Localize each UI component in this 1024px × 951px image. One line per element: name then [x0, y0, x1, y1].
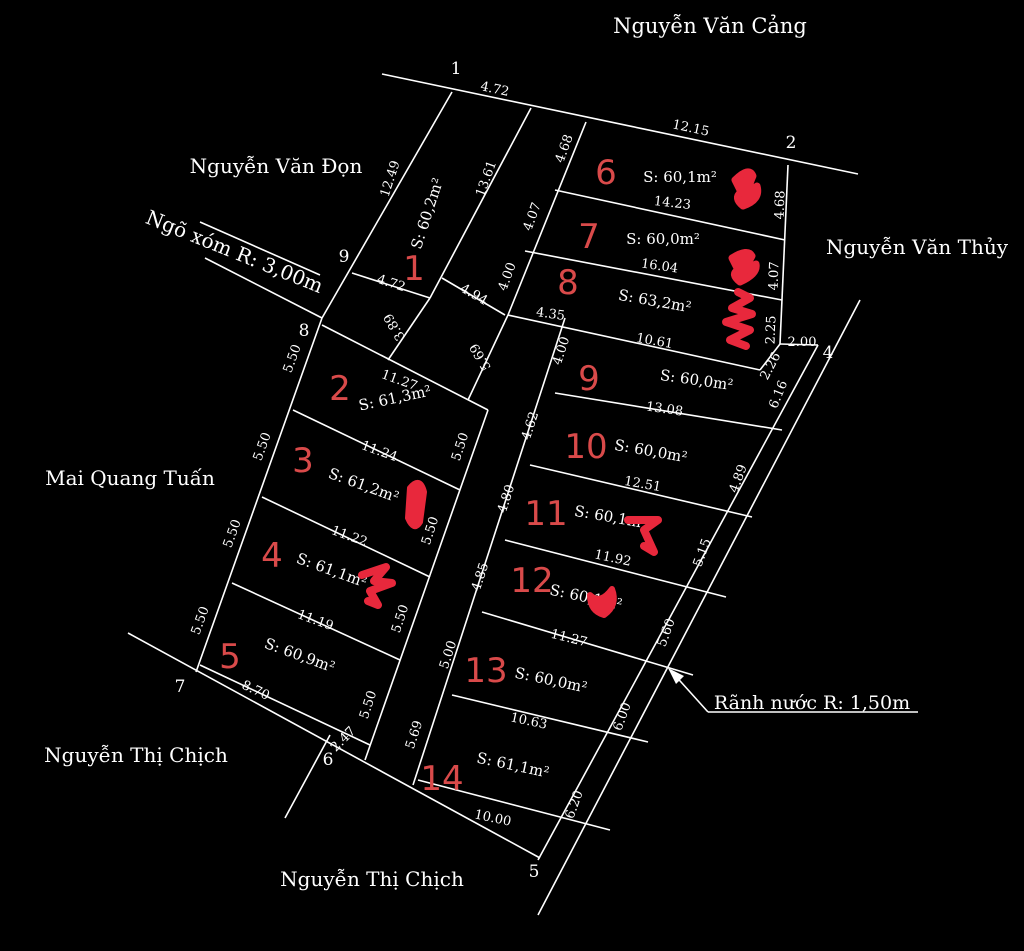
- dimension-label: 4.80: [495, 483, 518, 515]
- dimension-label: 4.00: [550, 335, 573, 367]
- lot-area: S: 60,0m²: [613, 436, 689, 467]
- dimension-label: 14.23: [653, 194, 692, 213]
- sold-mark: [358, 563, 396, 609]
- lot-number: 11: [524, 494, 567, 534]
- lot-number: 3: [292, 441, 314, 481]
- dimension-label: 5.50: [189, 605, 213, 637]
- dimension-label: 5.00: [437, 639, 460, 671]
- lot-area: S: 60,0m²: [659, 366, 735, 394]
- dimension-label: 4.07: [521, 201, 545, 233]
- sold-mark: [587, 586, 617, 618]
- lot-number: 10: [564, 427, 607, 467]
- neighbor-top: Nguyễn Văn Cảng: [613, 14, 807, 38]
- dimension-label: 5.50: [357, 689, 380, 721]
- corner-point: 9: [339, 247, 350, 267]
- sold-mark: [405, 479, 427, 530]
- dimension-label: 11.27: [549, 627, 589, 651]
- lot-number: 7: [578, 217, 600, 257]
- lot-number: 6: [595, 153, 617, 193]
- lot-area: S: 61,2m²: [326, 464, 401, 506]
- lot-number: 14: [420, 759, 463, 799]
- lot-number: 5: [219, 637, 241, 677]
- dimension-label: 4.68: [553, 133, 577, 165]
- dimension-label: 4.35: [535, 305, 566, 324]
- lot-area: S: 63,2m²: [617, 286, 693, 317]
- corner-point: 8: [299, 321, 310, 341]
- dimension-label: 5.50: [281, 343, 305, 375]
- dimension-label: 11.22: [329, 523, 369, 550]
- dimension-label: 11.19: [295, 607, 335, 634]
- dimension-label: 2.26: [757, 350, 784, 383]
- dimension-label: 6.20: [563, 789, 587, 821]
- dimension-label: 11.92: [593, 547, 633, 569]
- dimension-label: 10.63: [509, 710, 549, 732]
- dimension-label: 3.89: [381, 310, 408, 343]
- dimension-label: 8.70: [239, 678, 272, 704]
- lot-number: 12: [510, 561, 553, 601]
- lot-area: S: 60,9m²: [262, 634, 337, 676]
- lot-number: 9: [578, 359, 600, 399]
- dimension-label: 10.00: [473, 807, 513, 829]
- dimension-label: 10.61: [635, 331, 674, 352]
- corner-point: 2: [786, 133, 797, 153]
- dimension-label: 11.24: [359, 438, 399, 465]
- lot-area: S: 60,0m²: [513, 664, 589, 697]
- dimension-label: 2.00: [788, 335, 817, 350]
- dimension-label: 4.89: [727, 463, 751, 495]
- dimension-label: 12.51: [623, 474, 662, 495]
- dimension-label: 5.50: [449, 431, 472, 463]
- dimension-label: 12.49: [378, 159, 404, 199]
- neighbor-left: Mai Quang Tuấn: [45, 466, 215, 490]
- lot-number: 8: [557, 263, 579, 303]
- dimension-label: 4.94: [457, 281, 490, 308]
- lot-number: 2: [329, 369, 351, 409]
- dimension-label: 13.08: [645, 400, 684, 420]
- lot-number: 13: [464, 651, 507, 691]
- neighbor-right: Nguyễn Văn Thủy: [826, 235, 1009, 259]
- corner-point: 1: [451, 59, 462, 79]
- neighbor-bottom-left: Nguyễn Thị Chịch: [44, 743, 228, 767]
- dimension-label: 4.68: [773, 190, 789, 219]
- lot-numbers: 1 2 3 4 5 6 7 8 9 10 11 12 13 14: [219, 153, 617, 799]
- neighbor-left-top: Nguyễn Văn Đọn: [190, 154, 363, 178]
- dimension-label: 4.00: [496, 261, 520, 293]
- plot-lines: [127, 73, 918, 916]
- lot-number: 4: [261, 536, 283, 576]
- sold-mark: [731, 168, 762, 210]
- lot-number: 1: [403, 249, 425, 289]
- dimension-label: 4.72: [479, 79, 510, 100]
- sold-marks: [358, 168, 762, 618]
- dimension-label: 5.69: [403, 719, 426, 751]
- dimension-label: 4.07: [767, 261, 783, 290]
- dimension-label: 5.50: [389, 603, 412, 635]
- neighbor-bottom: Nguyễn Thị Chịch: [280, 867, 464, 891]
- sold-mark: [722, 288, 756, 350]
- dimension-label: 4.85: [469, 561, 492, 593]
- ditch-label: Rãnh nước R: 1,50m: [714, 692, 910, 714]
- dimension-label: 2.25: [764, 315, 780, 344]
- dimension-label: 5.60: [655, 617, 679, 649]
- sold-mark: [728, 249, 760, 286]
- alley-label: Ngõ xóm R: 3,00m: [143, 205, 327, 298]
- corner-points: 1 2 4 5 6 7 8 9: [175, 59, 834, 882]
- dimension-label: 5.69: [467, 340, 494, 373]
- dimension-label: 13.61: [473, 159, 500, 199]
- lot-area: S: 60,1m²: [643, 168, 717, 186]
- lot-area: S: 60,0m²: [626, 230, 700, 248]
- lot-area: S: 60,2m²: [407, 176, 447, 252]
- dimension-label: 5.15: [691, 537, 715, 569]
- dimension-label: 16.04: [640, 257, 679, 277]
- corner-point: 7: [175, 677, 186, 697]
- corner-point: 5: [529, 862, 540, 882]
- dimension-label: 5.50: [251, 431, 275, 463]
- corner-point: 6: [323, 750, 334, 770]
- dimension-label: 4.62: [519, 410, 542, 442]
- lot-area: S: 61,1m²: [475, 749, 551, 782]
- dimension-label: 6.00: [611, 701, 635, 733]
- sold-mark: [624, 516, 662, 556]
- lot-area: S: 61,1m²: [294, 549, 369, 591]
- corner-point: 4: [823, 343, 834, 363]
